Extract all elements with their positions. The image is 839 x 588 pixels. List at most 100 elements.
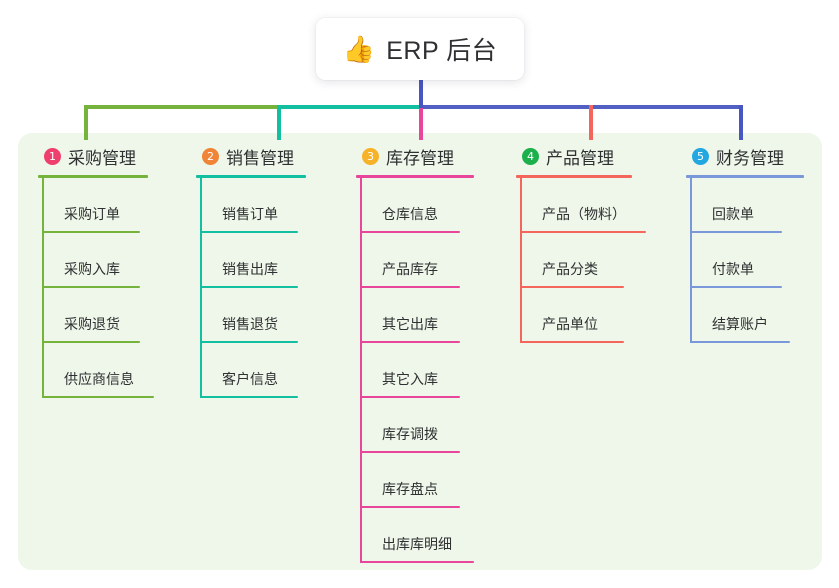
branch-spine — [360, 178, 362, 563]
branch-item[interactable]: 库存盘点 — [360, 453, 474, 508]
branch-header-label: 财务管理 — [716, 148, 784, 168]
connector-drop-3 — [419, 105, 423, 140]
branch-item-label: 回款单 — [712, 206, 754, 222]
branch-item-list: 回款单付款单结算账户 — [690, 178, 804, 343]
branch-item-list: 仓库信息产品库存其它出库其它入库库存调拨库存盘点出库库明细 — [360, 178, 474, 563]
branch-item-label: 产品分类 — [542, 261, 598, 277]
branch-header-label: 采购管理 — [68, 148, 136, 168]
branch-badge-1: 1 — [44, 147, 61, 165]
branch-item-label: 供应商信息 — [64, 371, 134, 387]
branch-header-3[interactable]: 3 库存管理 — [356, 144, 474, 168]
branch-item-rule — [42, 396, 154, 398]
branch-item-rule — [690, 341, 790, 343]
root-trunk-connector — [419, 74, 423, 108]
connector-drop-2 — [277, 105, 281, 140]
branch-item-rule — [360, 286, 460, 288]
branch-item-list: 产品（物料） 产品分类产品单位 — [520, 178, 646, 343]
branch-item[interactable]: 产品（物料） — [520, 178, 646, 233]
branch-item-rule — [690, 231, 782, 233]
root-node-card[interactable]: 👍 ERP 后台 — [316, 18, 524, 80]
branch-item-label: 采购入库 — [64, 261, 120, 277]
branch-item-rule — [200, 341, 298, 343]
branch-item-label: 付款单 — [712, 261, 754, 277]
connector-bar-blue — [419, 105, 743, 109]
connector-bar-green — [84, 105, 277, 109]
thumbs-up-icon: 👍 — [342, 34, 376, 64]
branch-item-label: 客户信息 — [222, 371, 278, 387]
branch-item[interactable]: 销售订单 — [200, 178, 306, 233]
branch-item[interactable]: 产品单位 — [520, 288, 632, 343]
branch-column-4: 4 产品管理产品（物料） 产品分类产品单位 — [516, 144, 646, 343]
branch-item-rule — [200, 286, 298, 288]
branch-item-label: 出库库明细 — [382, 536, 452, 552]
branch-header-label: 产品管理 — [546, 148, 614, 168]
content-panel — [18, 133, 822, 570]
branch-item[interactable]: 采购订单 — [42, 178, 148, 233]
branch-item-rule — [42, 341, 140, 343]
branch-item[interactable]: 结算账户 — [690, 288, 804, 343]
branch-item-rule — [520, 231, 646, 233]
branch-item-label: 采购订单 — [64, 206, 120, 222]
branch-item-rule — [42, 286, 140, 288]
branch-item-label: 产品库存 — [382, 261, 438, 277]
branch-item-rule — [360, 396, 460, 398]
branch-item[interactable]: 产品分类 — [520, 233, 632, 288]
branch-item-label: 库存盘点 — [382, 481, 438, 497]
branch-spine — [200, 178, 202, 398]
branch-header-5[interactable]: 5 财务管理 — [686, 144, 804, 168]
branch-item-rule — [360, 231, 460, 233]
branch-column-5: 5 财务管理回款单付款单结算账户 — [686, 144, 804, 343]
branch-item-rule — [360, 506, 460, 508]
branch-column-1: 1 采购管理采购订单采购入库采购退货供应商信息 — [38, 144, 154, 398]
branch-header-rule — [196, 175, 306, 178]
branch-item-rule — [42, 231, 140, 233]
branch-header-label: 库存管理 — [386, 148, 454, 168]
branch-item-rule — [360, 451, 460, 453]
branch-item[interactable]: 仓库信息 — [360, 178, 474, 233]
branch-badge-3: 3 — [362, 147, 379, 165]
branch-header-rule — [686, 175, 804, 178]
branch-spine — [520, 178, 522, 343]
branch-item[interactable]: 其它入库 — [360, 343, 474, 398]
branch-item-label: 销售退货 — [222, 316, 278, 332]
branch-item[interactable]: 客户信息 — [200, 343, 306, 398]
branch-item-rule — [200, 231, 298, 233]
branch-item[interactable]: 采购退货 — [42, 288, 148, 343]
branch-header-4[interactable]: 4 产品管理 — [516, 144, 632, 168]
branch-item-label: 产品单位 — [542, 316, 598, 332]
branch-item-label: 采购退货 — [64, 316, 120, 332]
branch-item-label: 其它出库 — [382, 316, 438, 332]
branch-item[interactable]: 其它出库 — [360, 288, 474, 343]
connector-bar-teal — [277, 105, 419, 109]
branch-item-label: 仓库信息 — [382, 206, 438, 222]
branch-item[interactable]: 付款单 — [690, 233, 804, 288]
branch-item-rule — [360, 341, 460, 343]
branch-item[interactable]: 回款单 — [690, 178, 804, 233]
branch-header-rule — [516, 175, 632, 178]
connector-drop-4 — [589, 105, 593, 140]
branch-item[interactable]: 供应商信息 — [42, 343, 154, 398]
branch-item[interactable]: 库存调拨 — [360, 398, 474, 453]
branch-item[interactable]: 销售退货 — [200, 288, 306, 343]
branch-column-3: 3 库存管理仓库信息产品库存其它出库其它入库库存调拨库存盘点出库库明细 — [356, 144, 474, 563]
branch-item-label: 产品（物料） — [542, 206, 626, 222]
branch-item-list: 采购订单采购入库采购退货供应商信息 — [42, 178, 154, 398]
branch-item-label: 销售出库 — [222, 261, 278, 277]
connector-drop-5 — [739, 105, 743, 140]
branch-item-list: 销售订单销售出库销售退货客户信息 — [200, 178, 306, 398]
branch-item[interactable]: 采购入库 — [42, 233, 148, 288]
branch-badge-5: 5 — [692, 147, 709, 165]
branch-header-rule — [38, 175, 148, 178]
branch-item[interactable]: 产品库存 — [360, 233, 474, 288]
branch-header-label: 销售管理 — [226, 148, 294, 168]
branch-item[interactable]: 销售出库 — [200, 233, 306, 288]
branch-item[interactable]: 出库库明细 — [360, 508, 474, 563]
branch-header-1[interactable]: 1 采购管理 — [38, 144, 148, 168]
branch-item-rule — [520, 286, 624, 288]
branch-item-label: 结算账户 — [712, 316, 768, 332]
branch-badge-4: 4 — [522, 147, 539, 165]
branch-item-label: 其它入库 — [382, 371, 438, 387]
